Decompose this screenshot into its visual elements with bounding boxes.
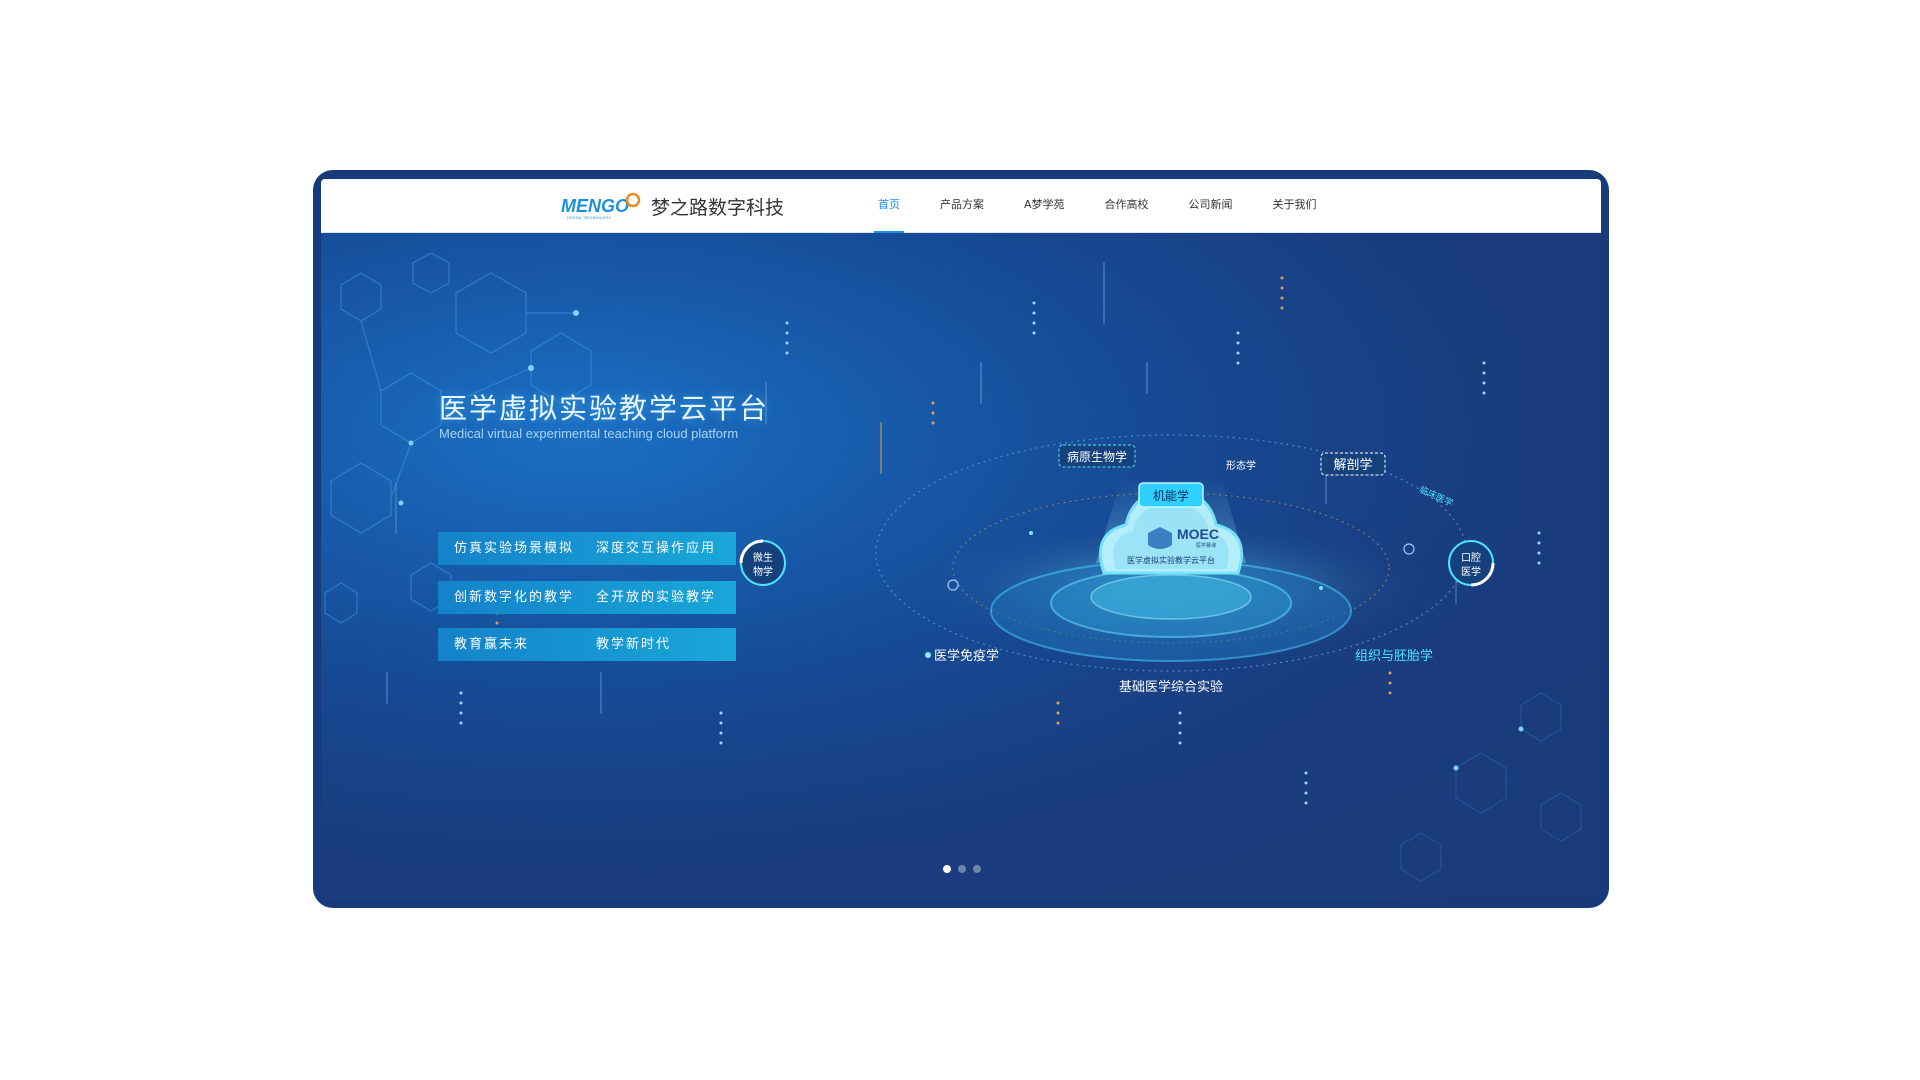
node-immuno: 医学免疫学 [934,648,999,664]
node-micro-line2: 物学 [753,565,773,578]
node-oral-line1: 口腔 [1461,551,1481,564]
feature-tag-2-b: 全开放的实验教学 [596,590,717,605]
main-menu: 首页 产品方案 A梦学苑 合作高校 公司新闻 关于我们 [874,179,1357,233]
hero-banner: 医学虚拟实验教学云平台 Medical virtual experimental… [321,233,1601,900]
feature-tag-1-b: 深度交互操作应用 [596,541,717,556]
hero-subtitle: Medical virtual experimental teaching cl… [439,426,739,441]
logo-sub: DIGITAL TECHNOLOGY [567,215,611,220]
nav-academy[interactable]: A梦学苑 [1024,198,1065,211]
top-navbar: MENGO DIGITAL TECHNOLOGY 梦之路数字科技 首页 产品方案… [321,179,1601,233]
base-label: 基础医学综合实验 [1119,679,1223,695]
carousel-dots [943,865,981,873]
node-oral-line2: 医学 [1461,565,1481,578]
website-screen: MENGO DIGITAL TECHNOLOGY 梦之路数字科技 首页 产品方案… [321,179,1601,900]
nav-about-us[interactable]: 关于我们 [1272,198,1317,211]
node-anatomy: 解剖学 [1333,457,1372,473]
node-clinical: 临床医学 [1417,483,1455,509]
feature-tag-3-a: 教育赢未来 [454,637,530,652]
feature-tag-1-a: 仿真实验场景模拟 [454,541,575,556]
browser-frame: MENGO DIGITAL TECHNOLOGY 梦之路数字科技 首页 产品方案… [313,170,1609,908]
carousel-dot-1[interactable] [943,865,951,873]
nav-partner-universities[interactable]: 合作高校 [1104,198,1149,211]
node-histo: 组织与胚胎学 [1355,648,1433,664]
hero-title: 医学虚拟实验教学云平台 [439,392,770,425]
moec-logo: MOEC [1177,526,1219,542]
feature-tag-3: 教育赢未来 教学新时代 [438,628,736,661]
feature-tag-1: 仿真实验场景模拟 深度交互操作应用 [438,532,736,565]
hex-network-background [324,252,1582,882]
cloud-platform-diagram: MOEC 医学慕课 医学虚拟实验教学云平台 微生 物学 口腔 医学 病原生物学 … [739,434,1495,695]
node-physio: 机能学 [1153,488,1189,503]
feature-tag-2: 创新数字化的教学 全开放的实验教学 [438,581,736,614]
brand-name: 梦之路数字科技 [651,196,785,219]
nav-home[interactable]: 首页 [874,179,904,233]
node-micro-line1: 微生 [753,551,773,564]
carousel-dot-2[interactable] [958,865,966,873]
carousel-dot-3[interactable] [973,865,981,873]
node-morph: 形态学 [1226,459,1256,472]
mengo-logo-icon: MENGO DIGITAL TECHNOLOGY [561,192,641,220]
moec-logo-small: 医学慕课 [1196,542,1216,549]
brand-logo[interactable]: MENGO DIGITAL TECHNOLOGY 梦之路数字科技 [561,191,784,221]
nav-products[interactable]: 产品方案 [940,198,984,211]
feature-tag-3-b: 教学新时代 [596,637,672,652]
cloud-center-label: 医学虚拟实验教学云平台 [1127,555,1215,565]
nav-company-news[interactable]: 公司新闻 [1188,198,1233,211]
feature-tag-2-a: 创新数字化的教学 [454,590,575,605]
logo-word: MENGO [561,196,629,216]
node-pathophys: 病原生物学 [1067,449,1127,464]
